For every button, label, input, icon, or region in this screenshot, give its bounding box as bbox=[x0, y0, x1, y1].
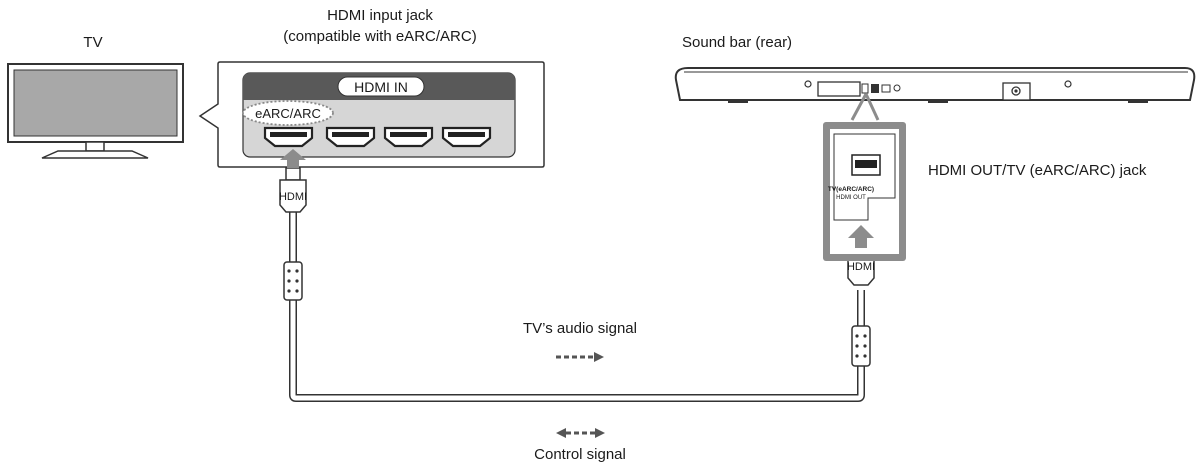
hdmi-port-icon bbox=[851, 154, 881, 176]
jack-label-line2: HDMI OUT bbox=[836, 195, 866, 201]
audio-signal-label: TV’s audio signal bbox=[523, 320, 637, 337]
soundbar-icon bbox=[674, 67, 1196, 103]
control-signal-arrow-icon bbox=[556, 428, 605, 438]
hdmi-plug-icon bbox=[279, 167, 307, 213]
tv-label: TV bbox=[83, 34, 103, 51]
hdmi-input-jack-compat-label: (compatible with eARC/ARC) bbox=[283, 28, 477, 45]
hdmi-port-icon bbox=[263, 126, 314, 148]
hdmi-port-icon bbox=[325, 126, 376, 148]
audio-signal-arrow-icon bbox=[556, 352, 604, 362]
plug-label-right: HDMI bbox=[847, 261, 875, 273]
hdmi-port-icon bbox=[441, 126, 492, 148]
jack-label-line1: TV(eARC/ARC) bbox=[828, 186, 874, 193]
control-signal-label: Control signal bbox=[534, 446, 626, 463]
ferrite-core-icon bbox=[851, 325, 871, 367]
hdmi-in-label: HDMI IN bbox=[354, 79, 408, 95]
hdmi-out-jack-label: HDMI OUT/TV (eARC/ARC) jack bbox=[928, 162, 1147, 179]
hdmi-cable bbox=[289, 210, 865, 402]
plug-label-left: HDMI bbox=[279, 191, 307, 203]
hdmi-port-icon bbox=[383, 126, 434, 148]
soundbar-label: Sound bar (rear) bbox=[682, 34, 793, 51]
connect-arrow-icon bbox=[848, 225, 874, 248]
tv-icon bbox=[7, 63, 184, 159]
hdmi-input-jack-label: HDMI input jack bbox=[327, 7, 433, 24]
connect-arrow-icon bbox=[280, 149, 306, 168]
earc-highlight bbox=[242, 100, 334, 126]
ferrite-core-icon bbox=[283, 261, 303, 301]
earc-label: eARC/ARC bbox=[255, 106, 321, 121]
